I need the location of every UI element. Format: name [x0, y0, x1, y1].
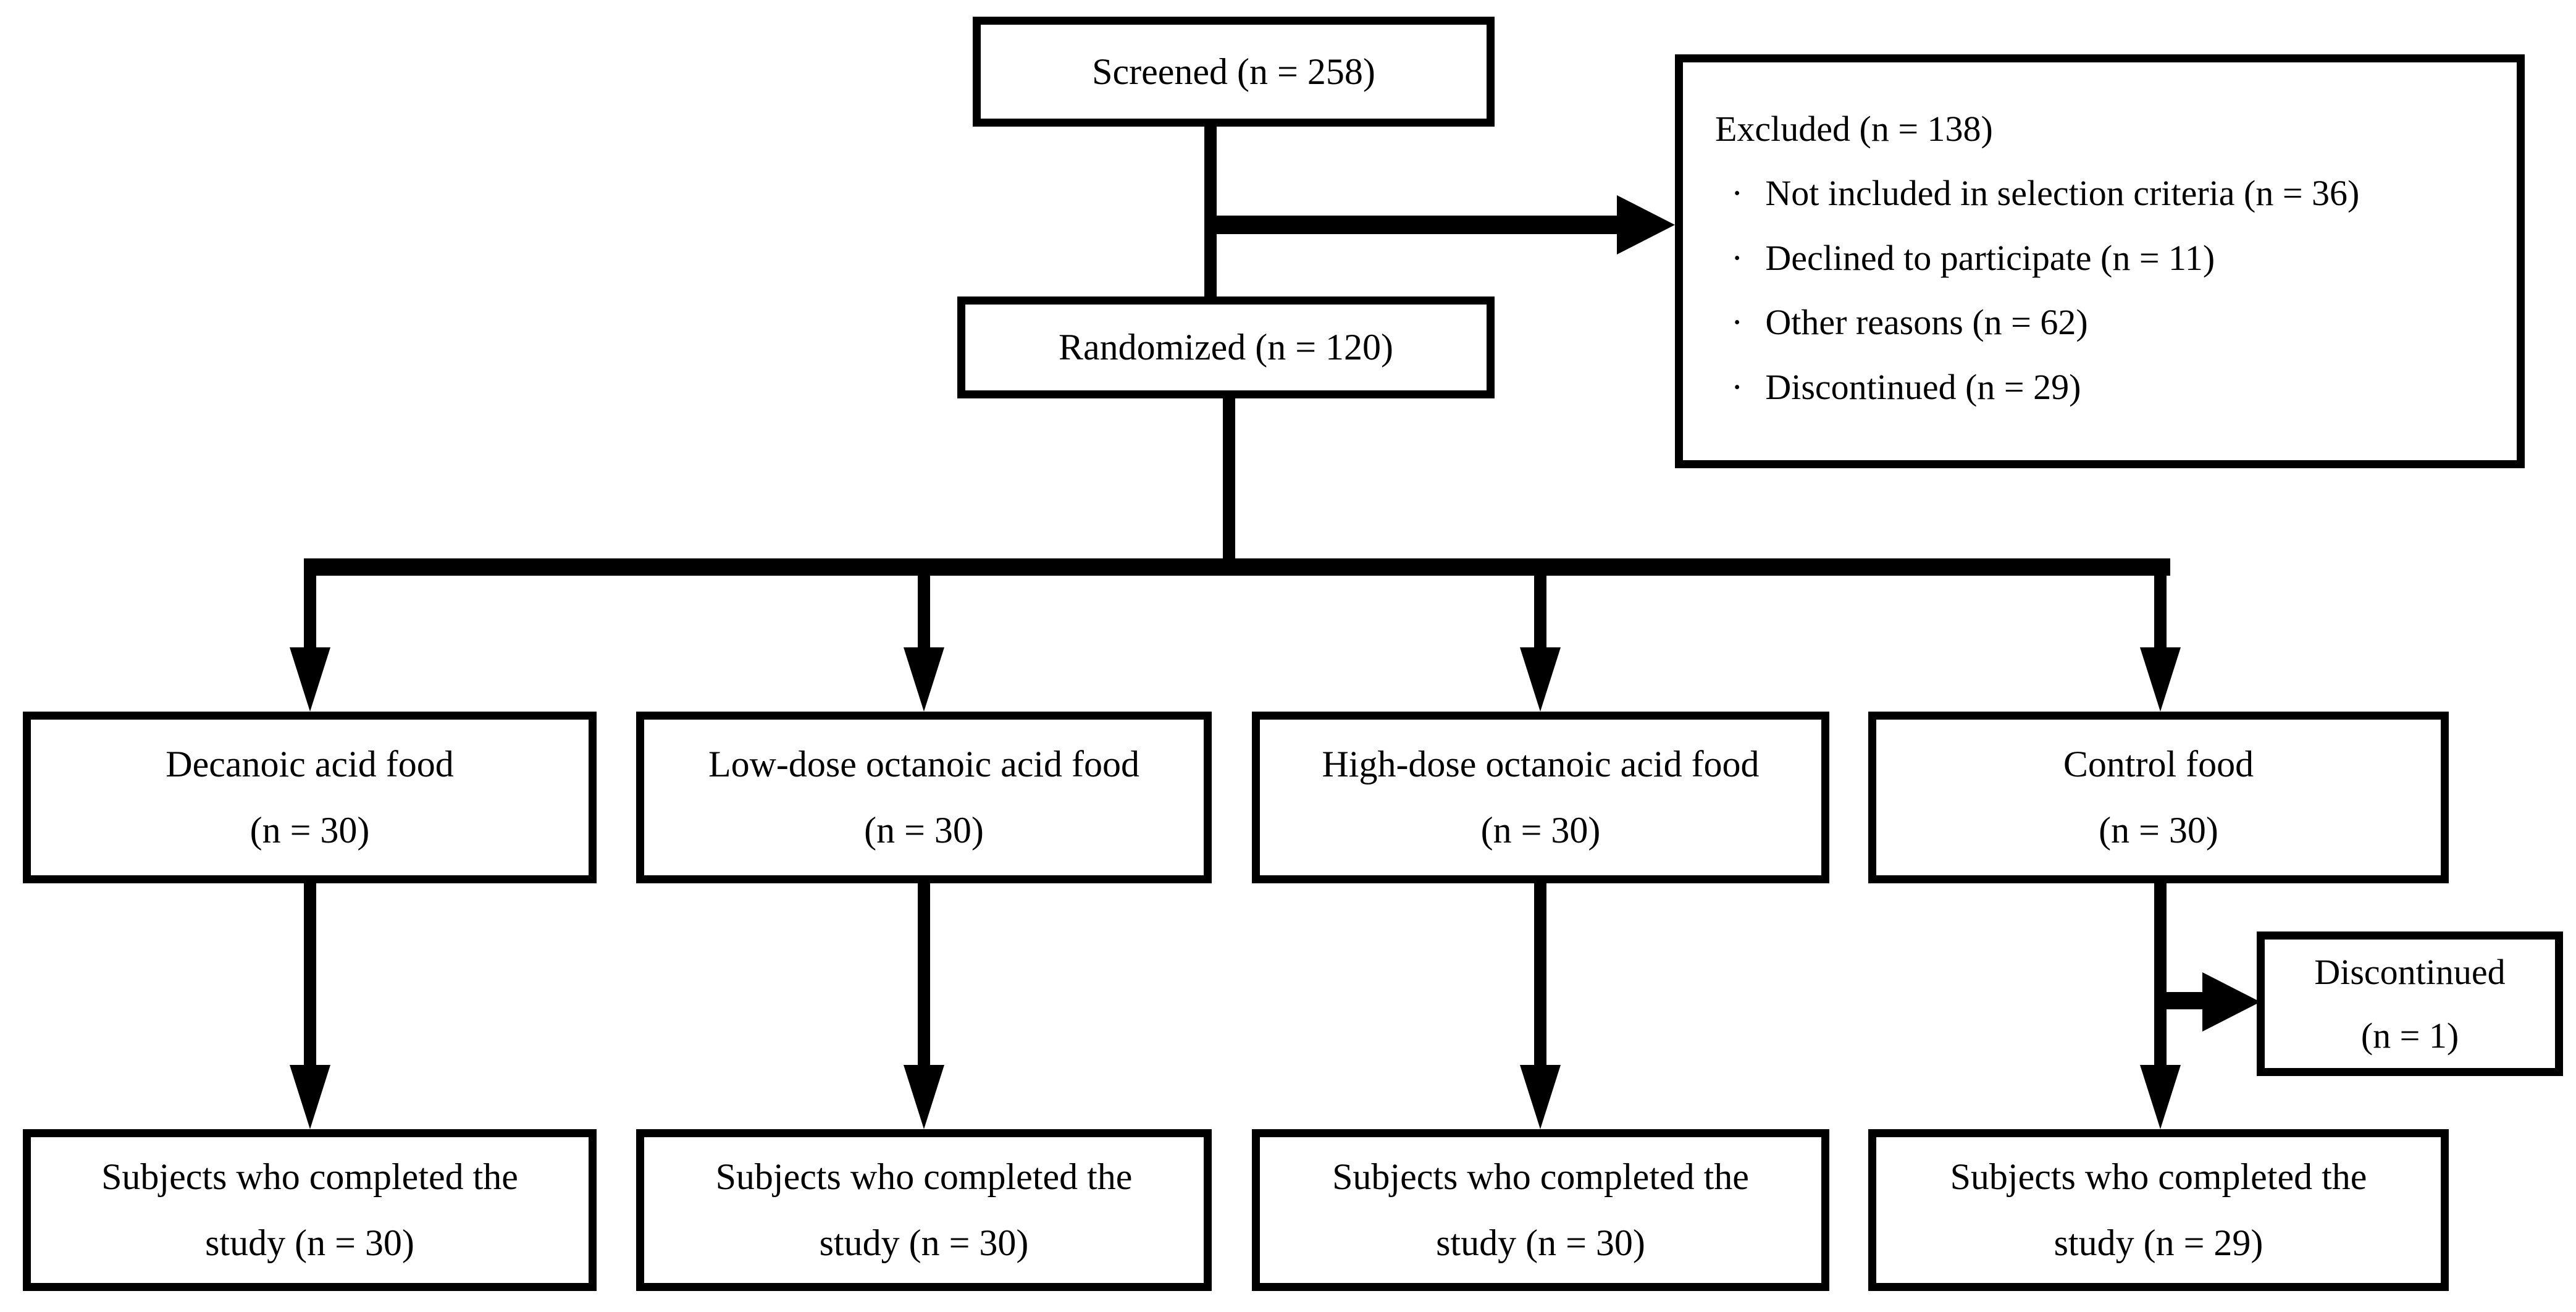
connector-group-completed-2: [1534, 882, 1546, 1066]
excluded-item-label: Declined to participate (n = 11): [1765, 237, 2215, 278]
group-box-low-dose-octanoic: Low-dose octanoic acid food (n = 30): [636, 712, 1212, 883]
connector-group-completed-0: [304, 882, 316, 1066]
arrowhead-down-icon: [2140, 1065, 2181, 1129]
connector-bar-group-1: [918, 574, 930, 649]
excluded-item: · Other reasons (n = 62): [1715, 290, 2088, 355]
group-label-line2: (n = 30): [1480, 810, 1601, 851]
group-label-line2: (n = 30): [2099, 810, 2218, 851]
randomized-box: Randomized (n = 120): [957, 296, 1495, 398]
completed-label-line1: Subjects who completed the: [1950, 1156, 2367, 1198]
connector-control-discontinued: [2160, 992, 2205, 1009]
arrowhead-down-icon: [1520, 1065, 1561, 1129]
excluded-item-label: Discontinued (n = 29): [1765, 366, 2081, 407]
arrowhead-down-icon: [1520, 647, 1561, 712]
connector-randomized-bar: [1223, 397, 1235, 561]
completed-label-line1: Subjects who completed the: [715, 1156, 1133, 1198]
bullet-icon: ·: [1731, 366, 1743, 407]
group-box-high-dose-octanoic: High-dose octanoic acid food (n = 30): [1252, 712, 1829, 883]
group-box-decanoic: Decanoic acid food (n = 30): [23, 712, 597, 883]
group-label-line1: High-dose octanoic acid food: [1322, 744, 1760, 785]
group-label-line1: Decanoic acid food: [166, 744, 454, 785]
completed-label-line2: study (n = 29): [2054, 1222, 2263, 1263]
completed-box-control: Subjects who completed the study (n = 29…: [1868, 1129, 2449, 1291]
distribution-bar: [304, 558, 2170, 576]
bullet-icon: ·: [1731, 302, 1743, 343]
group-box-control: Control food (n = 30): [1868, 712, 2449, 883]
excluded-item: · Discontinued (n = 29): [1715, 355, 2081, 419]
group-label-line2: (n = 30): [250, 810, 370, 851]
screened-box: Screened (n = 258): [973, 17, 1495, 127]
excluded-item-label: Not included in selection criteria (n = …: [1765, 173, 2360, 214]
screened-label: Screened (n = 258): [1092, 51, 1375, 92]
excluded-title: Excluded (n = 138): [1715, 109, 1993, 149]
connector-bar-group-2: [1534, 574, 1546, 649]
group-label-line1: Control food: [2063, 744, 2254, 785]
completed-label-line1: Subjects who completed the: [1332, 1156, 1749, 1198]
arrowhead-right-icon: [2202, 972, 2260, 1032]
bullet-icon: ·: [1731, 173, 1743, 214]
excluded-item: · Not included in selection criteria (n =…: [1715, 161, 2359, 225]
connector-screened-randomized: [1204, 122, 1217, 301]
group-label-line1: Low-dose octanoic acid food: [708, 744, 1140, 785]
arrowhead-down-icon: [290, 1065, 330, 1129]
completed-label-line2: study (n = 30): [1436, 1222, 1645, 1263]
connector-to-excluded: [1204, 216, 1618, 234]
connector-bar-group-3: [2154, 574, 2167, 649]
excluded-item-label: Other reasons (n = 62): [1765, 302, 2088, 343]
arrowhead-right-icon: [1617, 195, 1675, 254]
bullet-icon: ·: [1731, 237, 1743, 278]
discontinued-line1: Discontinued: [2314, 951, 2506, 992]
connector-bar-group-0: [304, 574, 316, 649]
excluded-item: · Declined to participate (n = 11): [1715, 226, 2215, 290]
connector-group-completed-3: [2154, 882, 2167, 1066]
arrowhead-down-icon: [904, 647, 944, 712]
completed-label-line2: study (n = 30): [205, 1222, 414, 1263]
connector-group-completed-1: [918, 882, 930, 1066]
randomized-label: Randomized (n = 120): [1058, 327, 1394, 368]
completed-box-high-dose-octanoic: Subjects who completed the study (n = 30…: [1252, 1129, 1829, 1291]
completed-label-line1: Subjects who completed the: [101, 1156, 518, 1198]
completed-label-line2: study (n = 30): [819, 1222, 1029, 1263]
completed-box-low-dose-octanoic: Subjects who completed the study (n = 30…: [636, 1129, 1212, 1291]
completed-box-decanoic: Subjects who completed the study (n = 30…: [23, 1129, 597, 1291]
group-label-line2: (n = 30): [864, 810, 984, 851]
discontinued-line2: (n = 1): [2360, 1016, 2459, 1056]
excluded-box: Excluded (n = 138) · Not included in sele…: [1675, 54, 2525, 468]
arrowhead-down-icon: [290, 647, 330, 712]
arrowhead-down-icon: [904, 1065, 944, 1129]
discontinued-box: Discontinued (n = 1): [2257, 931, 2563, 1076]
arrowhead-down-icon: [2140, 647, 2181, 712]
